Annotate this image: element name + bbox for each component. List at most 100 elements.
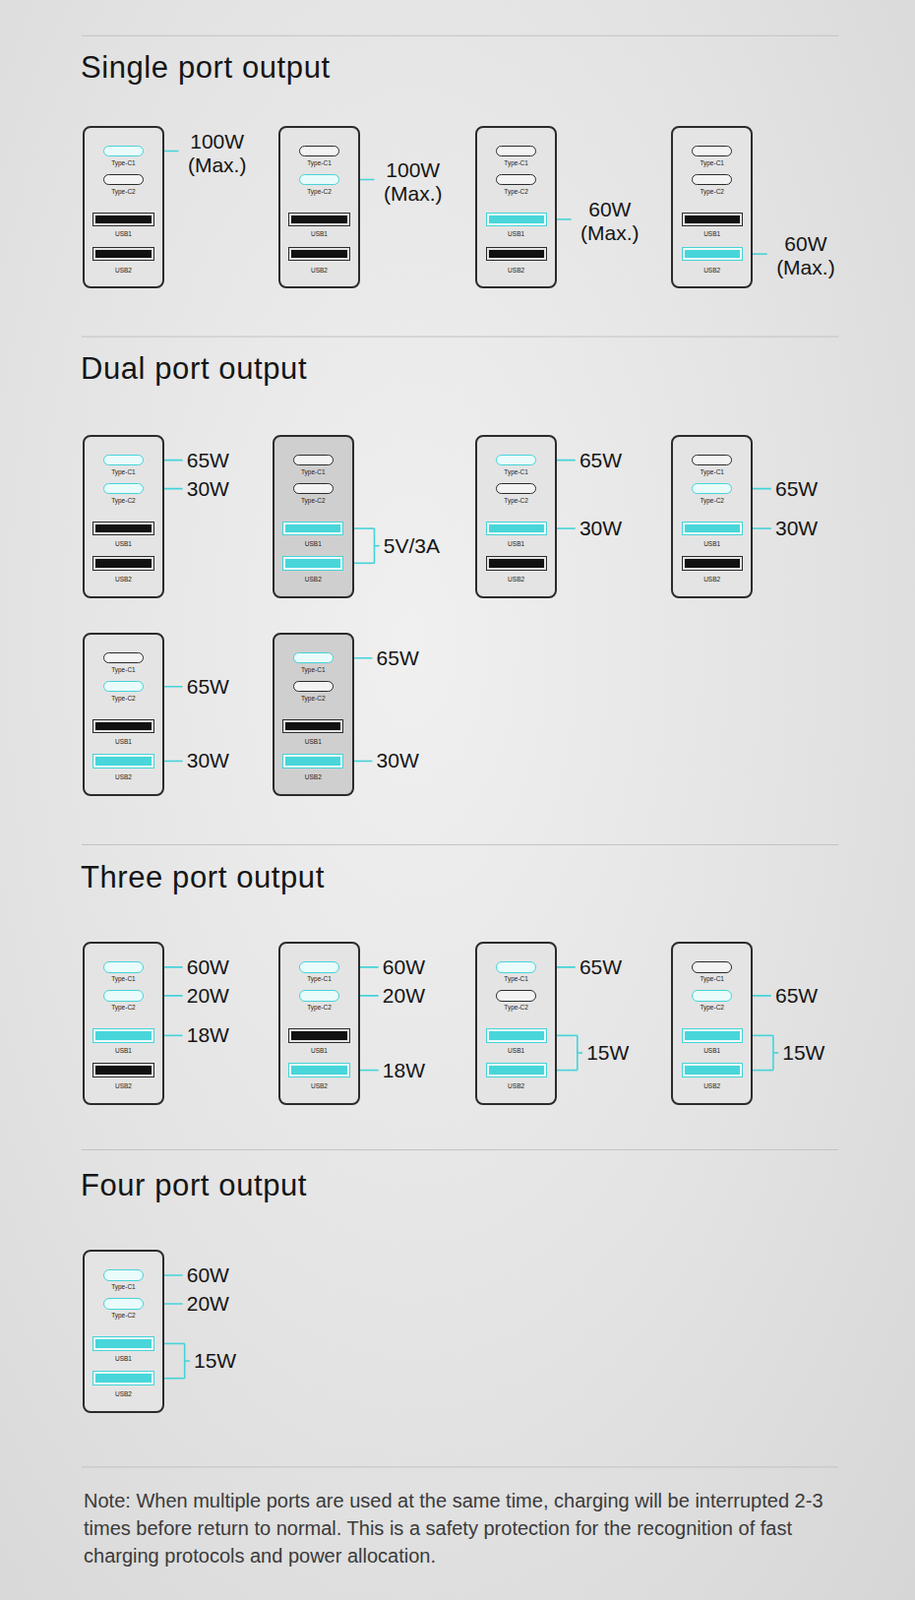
usb-a-port — [282, 521, 344, 537]
power-callout: 30W — [186, 748, 230, 773]
charger-body: Type-C1Type-C2USB1USB2 — [278, 941, 361, 1105]
power-callout: 18W — [382, 1058, 426, 1083]
usb-a-port — [92, 719, 154, 734]
port-label: USB1 — [274, 540, 353, 549]
port-label: USB1 — [280, 1046, 359, 1055]
usb-a-port — [92, 555, 154, 571]
type-c-port — [691, 145, 732, 157]
port-label: Type-C1 — [274, 666, 353, 674]
port-label: Type-C1 — [477, 159, 555, 168]
power-callout: 60W — [186, 955, 230, 979]
port-label: Type-C2 — [280, 1003, 359, 1012]
port-label: USB2 — [280, 266, 359, 275]
section-heading: Single port output — [80, 50, 331, 86]
power-callout: 60W — [382, 955, 426, 979]
type-c-port — [691, 989, 732, 1001]
port-label: Type-C2 — [274, 694, 353, 703]
charger-body: Type-C1Type-C2USB1USB2 — [475, 941, 557, 1105]
power-callout: 65W — [579, 448, 622, 473]
usb-a-port — [288, 1028, 350, 1043]
usb-a-port — [92, 1336, 154, 1351]
power-callout: 30W — [579, 516, 622, 541]
power-callout: 20W — [382, 983, 426, 1008]
usb-a-port — [288, 246, 350, 262]
port-label: Type-C1 — [280, 159, 359, 168]
port-label: Type-C2 — [672, 1003, 751, 1012]
port-label: USB1 — [274, 737, 353, 746]
charger-body: Type-C1Type-C2USB1USB2 — [671, 125, 753, 290]
port-label: USB2 — [84, 1390, 163, 1399]
usb-a-port — [681, 521, 743, 537]
port-label: USB1 — [84, 230, 163, 239]
type-c-port — [299, 989, 340, 1001]
type-c-port — [103, 1297, 144, 1309]
port-label: USB2 — [477, 575, 555, 584]
usb-a-port — [92, 1062, 154, 1078]
port-label: Type-C1 — [84, 666, 163, 674]
separator-line — [81, 844, 839, 846]
charger-body: Type-C1Type-C2USB1USB2 — [82, 434, 165, 599]
usb-a-port — [288, 212, 350, 228]
port-label: USB1 — [280, 230, 359, 239]
separator-line — [81, 1465, 839, 1467]
power-callout: 30W — [775, 516, 818, 541]
port-label: Type-C2 — [84, 187, 163, 196]
type-c-port — [299, 961, 340, 973]
port-label: USB1 — [477, 1046, 555, 1055]
power-callout: 15W — [782, 1040, 825, 1065]
usb-a-port — [486, 555, 548, 571]
port-label: USB1 — [477, 540, 555, 549]
port-label: Type-C2 — [477, 1003, 555, 1012]
usb-a-port — [92, 1028, 154, 1043]
port-label: Type-C1 — [84, 975, 163, 983]
port-label: Type-C1 — [274, 468, 353, 477]
power-callout: 65W — [579, 955, 622, 979]
type-c-port — [293, 454, 334, 466]
bracket-line — [773, 1051, 779, 1054]
power-callout: 65W — [186, 674, 230, 699]
power-callout: 65W — [186, 448, 230, 473]
type-c-port — [103, 454, 144, 466]
power-callout: 65W — [775, 477, 818, 501]
type-c-port — [103, 680, 144, 692]
power-callout: 18W — [186, 1023, 230, 1047]
charger-body: Type-C1Type-C2USB1USB2 — [671, 941, 753, 1105]
power-callout: 20W — [186, 983, 230, 1008]
usb-a-port — [92, 212, 154, 228]
port-label: Type-C2 — [84, 1311, 163, 1320]
power-callout: 30W — [376, 748, 420, 773]
port-label: USB1 — [672, 1046, 751, 1055]
usb-a-port — [486, 246, 548, 262]
usb-a-port — [681, 212, 743, 228]
usb-a-port — [92, 521, 154, 537]
usb-a-port — [92, 246, 154, 262]
port-label: USB1 — [84, 1354, 163, 1363]
charger-body: Type-C1Type-C2USB1USB2 — [82, 1249, 165, 1413]
usb-a-port — [92, 753, 154, 769]
port-label: USB2 — [84, 1082, 163, 1091]
type-c-port — [103, 483, 144, 494]
port-label: Type-C1 — [477, 468, 555, 477]
power-callout: 20W — [186, 1291, 230, 1316]
bracket-line — [184, 1359, 190, 1362]
power-callout: 30W — [186, 477, 230, 501]
type-c-port — [103, 174, 144, 185]
charger-body: Type-C1Type-C2USB1USB2 — [272, 434, 355, 599]
usb-a-port — [681, 1062, 743, 1078]
port-label: USB2 — [84, 575, 163, 584]
type-c-port — [293, 652, 334, 664]
usb-a-port — [486, 521, 548, 537]
type-c-port — [103, 961, 144, 973]
type-c-port — [495, 174, 537, 185]
port-label: USB1 — [84, 1046, 163, 1055]
note-caption: Note: When multiple ports are used at th… — [83, 1486, 852, 1570]
port-label: Type-C2 — [84, 496, 163, 505]
port-label: Type-C1 — [280, 975, 359, 983]
port-label: USB1 — [84, 540, 163, 549]
type-c-port — [495, 454, 537, 466]
port-label: USB2 — [477, 266, 555, 275]
separator-line — [81, 336, 839, 338]
port-label: USB1 — [672, 540, 751, 549]
type-c-port — [299, 145, 340, 157]
port-label: USB1 — [84, 737, 163, 746]
